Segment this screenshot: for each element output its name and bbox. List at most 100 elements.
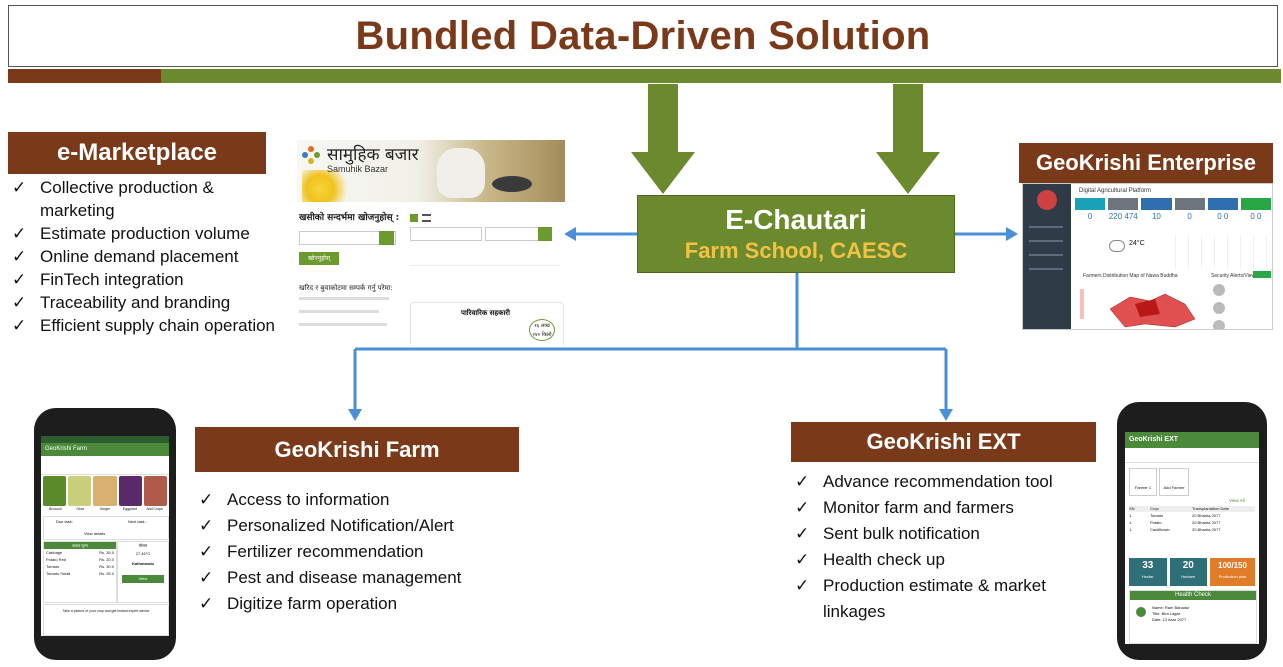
cell: 20 Bhadra 2077 [1192, 513, 1221, 518]
crop-item[interactable] [118, 476, 142, 506]
stat-tab[interactable] [1174, 198, 1205, 210]
price-header: बजार मूल्य [44, 542, 116, 549]
ext-phone-mockup: GeoKrishi EXT Farmer 1 Add Farmer View A… [1117, 402, 1267, 660]
cell: 1. [1129, 520, 1133, 525]
samuhik-select-2[interactable] [410, 227, 482, 241]
app-bar: GeoKrishi EXT [1125, 432, 1259, 448]
marketplace-header-label: e-Marketplace [56, 139, 218, 166]
list-view-icon[interactable] [422, 214, 431, 222]
app-bar: GeoKrishi Farm [41, 443, 169, 456]
column-header: Crop [1150, 506, 1159, 511]
crop-label: Eggplant [122, 507, 137, 511]
cell: Tomato [1150, 513, 1164, 518]
stat-tab[interactable] [1108, 198, 1139, 210]
stat-tab[interactable] [1141, 198, 1172, 210]
weather-card: मौसम 27.46°C Kathmandu View [117, 541, 169, 603]
weather-city: Kathmandu [132, 561, 154, 566]
ext-header: GeoKrishi EXT [791, 422, 1096, 462]
crop-label: Broccoli [49, 507, 62, 511]
card-badge: १६ लाख २४० किलो [529, 319, 555, 341]
column-header: SN [1129, 506, 1135, 511]
samuhik-search-button[interactable]: खोज्नुहोस् [299, 252, 339, 265]
health-check-card[interactable]: Health Check Name: Ram Bahadur Title: Bi… [1129, 590, 1257, 644]
marketplace-feature-list: Collective production & marketing Estima… [10, 176, 295, 337]
weather-header: मौसम [138, 543, 148, 548]
summary-value: 33 [1142, 560, 1154, 571]
crop-item[interactable] [143, 476, 168, 506]
advisory-card[interactable]: Take a picture of your crop and get inst… [43, 604, 169, 636]
goat-image [437, 148, 485, 198]
add-farmer-card[interactable]: Add Farmer [1159, 468, 1189, 496]
summary-card[interactable]: 100/150 Production plan [1210, 558, 1255, 586]
samuhik-listing-card[interactable]: पारिवारिक सहकारी १६ लाख २४० किलो [410, 302, 564, 345]
list-item: Monitor farm and farmers [793, 495, 1113, 521]
grid-view-icon[interactable] [410, 214, 418, 222]
task-card[interactable]: Due task: Next task : View details [43, 516, 169, 540]
crop-list [43, 476, 168, 506]
health-line: Title: Bira Lagar [1152, 611, 1181, 616]
summary-card[interactable]: 33 Hectar [1129, 558, 1167, 586]
crop-item[interactable] [43, 476, 67, 506]
samuhik-select-1[interactable] [299, 231, 396, 245]
stat-values: 0 220 474 10 0 0 0 0 0 [1075, 212, 1271, 232]
cell: 1. [1129, 513, 1133, 518]
crop-item[interactable] [68, 476, 92, 506]
chevron-down-icon[interactable] [538, 227, 552, 241]
cell: Cauliflower [1150, 527, 1170, 532]
samuhik-search-label: खसीको सन्दर्भमा खोजनुहोस् : [299, 213, 400, 223]
samuhik-logo-en: Samuhik Bazar [327, 164, 389, 174]
summary-value: 20 [1182, 560, 1194, 571]
sidebar-line [1029, 240, 1063, 242]
ext-feature-list: Advance recommendation tool Monitor farm… [793, 469, 1113, 625]
tab-bar[interactable] [41, 458, 169, 475]
farmers-map[interactable] [1075, 279, 1205, 329]
crop-labels: Broccoli Okra Ginger Eggplant Add Crops [43, 506, 167, 512]
samuhik-select-3[interactable] [485, 227, 543, 241]
next-task-label: Next task : [128, 519, 147, 524]
cloud-icon [1109, 240, 1125, 252]
samuhik-banner: सामुहिक बजार Samuhik Bazar [297, 140, 565, 202]
center-title: E-Chautari [725, 204, 867, 235]
stat-tab[interactable] [1240, 198, 1272, 210]
list-item: Digitize farm operation [197, 591, 517, 617]
health-title: Health Check [1130, 591, 1256, 600]
green-down-arrow-right [876, 84, 940, 194]
stat-value: 0 [1187, 212, 1192, 221]
summary-card[interactable]: 20 Hectare [1169, 558, 1207, 586]
farm-phone-screen: GeoKrishi Farm Broccoli Okra Ginger Eggp… [41, 436, 169, 636]
status-bar [41, 436, 169, 443]
avatar [1213, 284, 1225, 296]
summary-label: Production plan [1218, 574, 1247, 579]
stat-tabs [1075, 198, 1272, 210]
check-icon [1136, 607, 1146, 617]
sidebar-line [1029, 226, 1063, 228]
list-item: Access to information [197, 487, 517, 513]
list-item: FinTech integration [10, 268, 295, 291]
cell: 1. [1129, 527, 1133, 532]
farmer-card[interactable]: Farmer 1 [1129, 468, 1157, 496]
sidebar-line [1029, 268, 1063, 270]
green-down-arrow-left [631, 84, 695, 194]
summary-cards: 33 Hectar 20 Hectare 100/150 Production … [1129, 558, 1255, 586]
tab-bar[interactable] [1125, 448, 1259, 463]
view-all-link[interactable]: View All [1229, 498, 1245, 503]
crop-item[interactable] [93, 476, 117, 506]
chevron-down-icon[interactable] [379, 231, 394, 245]
ext-header-label: GeoKrishi EXT [866, 429, 1021, 454]
list-item: Traceability and branding [10, 291, 295, 314]
enterprise-header: GeoKrishi Enterprise [1019, 143, 1273, 183]
platform-title: Digital Agricultural Platform [1079, 188, 1152, 194]
stat-tab[interactable] [1075, 198, 1106, 210]
stat-value: 10 [1151, 212, 1161, 221]
view-details-link[interactable]: View details [84, 531, 106, 536]
price-value: Rs. 20.0 [99, 557, 114, 562]
panel-button[interactable] [1253, 271, 1271, 278]
farm-header-label: GeoKrishi Farm [274, 436, 440, 462]
view-button[interactable]: View [122, 575, 164, 583]
list-item: Efficient supply chain operation [10, 314, 295, 337]
list-item: Pest and disease management [197, 565, 517, 591]
blue-arrow-down-ext [939, 409, 953, 421]
stat-tab[interactable] [1207, 198, 1238, 210]
